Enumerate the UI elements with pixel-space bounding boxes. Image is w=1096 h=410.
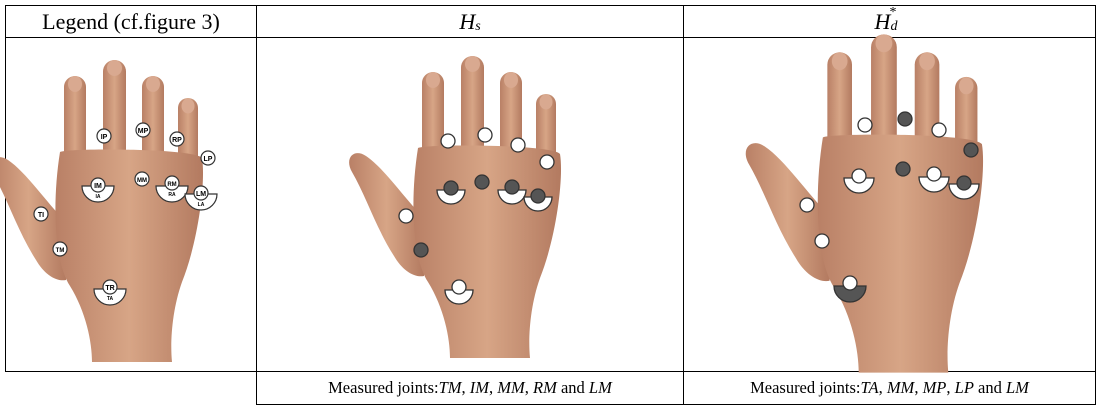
hs-header-sub: s [475,19,480,35]
legend-header: Legend (cf.figure 3) [6,6,256,37]
legend-label-rm: RM [167,182,176,188]
legend-label-ti: TI [38,212,44,219]
hd-joint-lp [964,143,978,157]
legend-joint-ip: IP [97,129,111,143]
hs-caption-j5: LM [589,378,612,398]
hd-joint-tm [815,234,829,248]
hd-caption: Measured joints: TA, MM, MP, LP and LM [684,372,1095,404]
hs-joint-rp [511,138,525,152]
hd-joint-rp [932,123,946,137]
hs-caption-comma1: , [462,378,470,398]
hd-joint-lm [957,176,971,190]
legend-label-tr: TR [105,285,114,292]
hd-caption-j2: MM [887,378,915,398]
hs-caption-j2: IM [470,378,489,398]
hs-caption-j1: TM [439,378,462,398]
hd-caption-j5: LM [1006,378,1029,398]
legend-joint-mp: MP [136,123,150,137]
hs-joint-mm [475,175,489,189]
legend-joint-mm: MM [135,172,149,186]
hd-joint-im [852,169,866,183]
legend-label-rp: RP [172,137,182,144]
legend-hand-figure: IP MP RP LP MM IM IA RM RA LM LA [6,38,256,371]
legend-joint-tm: TM [53,242,67,256]
hd-joint-ti [800,198,814,212]
hd-header-base: H [875,9,891,35]
hd-joint-ip [858,118,872,132]
caption-bottom-border [256,404,1096,405]
hd-caption-comma1: , [879,378,887,398]
hd-hand-image [746,34,983,372]
legend-label-la: LA [198,202,205,208]
hs-caption-and: and [557,378,589,398]
hd-header-sub: d [890,19,897,35]
legend-label-ip: IP [101,134,108,141]
legend-label-ta: TA [107,296,114,302]
hs-joint-rm [505,180,519,194]
legend-label-mm: MM [137,178,147,184]
hd-header-sup: * [889,5,896,21]
hs-joint-ip [441,134,455,148]
legend-joint-rp: RP [170,132,184,146]
hd-caption-comma2: , [914,378,922,398]
hd-joint-mm [896,162,910,176]
hd-joint-rm [927,167,941,181]
hs-joint-im [444,181,458,195]
legend-label-ra: RA [168,192,176,198]
hs-joint-tm [414,243,428,257]
hd-caption-and: and [974,378,1006,398]
hd-joint-tr [843,276,857,290]
hd-caption-prefix: Measured joints: [750,378,860,398]
legend-label-mp: MP [138,128,149,135]
legend-cell: IP MP RP LP MM IM IA RM RA LM LA [6,38,256,371]
legend-joint-ti: TI [34,207,48,221]
hs-joint-ti [399,209,413,223]
legend-label-lp: LP [204,156,213,163]
legend-hand-image [0,60,203,362]
hs-joint-mp [478,128,492,142]
hd-caption-j3: MP [923,378,947,398]
hd-joint-mp [898,112,912,126]
legend-label-lm: LM [196,191,206,198]
hs-hand-figure [257,38,683,371]
hd-caption-j4: LP [955,378,974,398]
hd-hand-figure [684,38,1095,371]
hs-cell [257,38,683,371]
hd-caption-j1: TA [861,378,879,398]
hs-caption-j4: RM [533,378,557,398]
legend-header-text: Legend (cf.figure 3) [42,9,220,35]
hs-caption-prefix: Measured joints: [328,378,438,398]
hd-caption-comma3: , [946,378,954,398]
hs-caption-j3: MM [497,378,525,398]
hs-header-base: H [459,9,475,35]
hs-joint-lm [531,189,545,203]
hs-joint-tr [452,280,466,294]
hs-caption-comma3: , [525,378,533,398]
hs-caption: Measured joints: TM, IM, MM, RM and LM [257,372,683,404]
hd-cell [684,38,1095,371]
legend-label-tm: TM [56,248,65,254]
hs-joint-lp [540,155,554,169]
legend-label-im: IM [94,183,102,190]
legend-label-ia: IA [96,194,101,200]
legend-joint-lp: LP [201,151,215,165]
